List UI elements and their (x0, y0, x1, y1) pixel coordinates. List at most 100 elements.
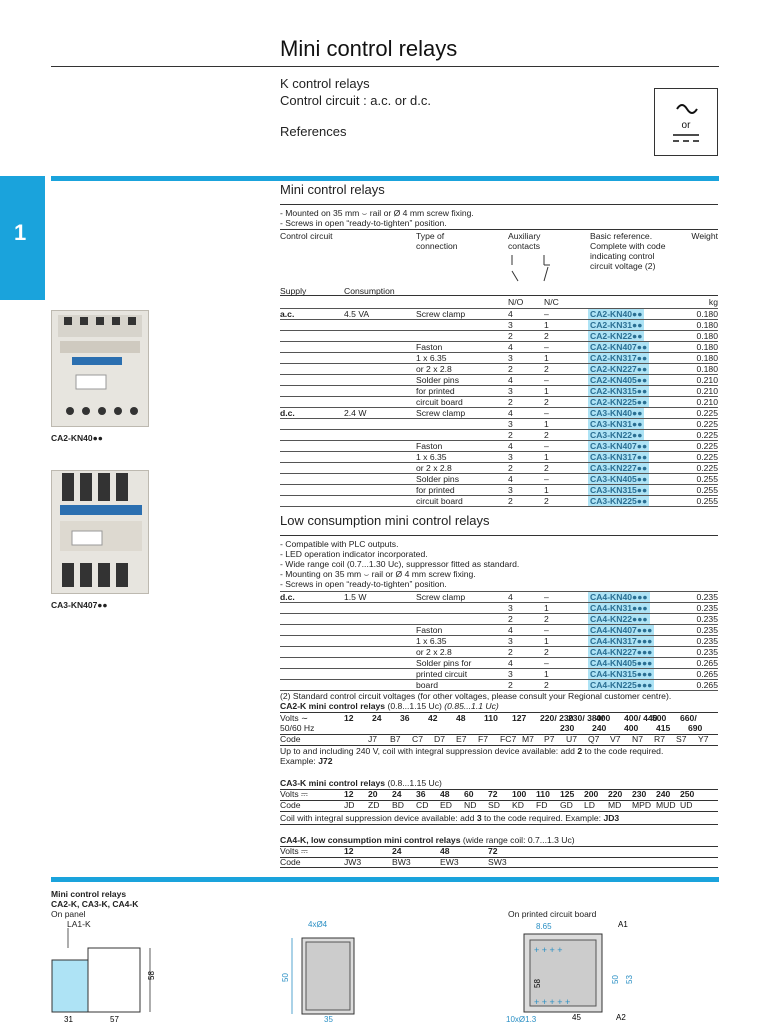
nc-cell: – (544, 625, 549, 635)
subtitle-k-relays: K control relays (280, 76, 370, 91)
supply-cell: d.c. (280, 592, 295, 602)
ca3-rule-top (280, 789, 718, 790)
weight-cell: 0.235 (696, 603, 718, 613)
ca2-code-label: Code (280, 734, 301, 744)
no-cell: 2 (508, 647, 513, 657)
ref-cell: CA3-KN40●● (588, 408, 645, 418)
nc-cell: – (544, 309, 549, 319)
section2-rule (280, 535, 718, 536)
ca2-code-cell: Y7 (698, 734, 709, 744)
ca2-hz-label: 50/60 Hz (280, 723, 315, 733)
weight-cell: 0.235 (696, 592, 718, 602)
dim-la1k: LA1-K (67, 919, 91, 929)
ca3-volt-cell: 24 (392, 789, 402, 799)
dim-45-label: 45 (572, 1013, 581, 1022)
nc-cell: 2 (544, 430, 549, 440)
ca4-range: (wide range coil: 0.7...1.3 Uc) (462, 835, 575, 845)
ca3-volt-cell: 12 (344, 789, 354, 799)
type-cell: Faston (416, 625, 443, 635)
ca3-volt-cell: 240 (656, 789, 671, 799)
symbol-or-text: or (682, 120, 692, 131)
nc-cell: 2 (544, 364, 549, 374)
nc-cell: 2 (544, 496, 549, 506)
front-view-drawing: 4xØ4 50 35 (281, 920, 355, 1024)
ca3-line: Coil with integral suppression device av… (280, 813, 720, 823)
nc-cell: 1 (544, 419, 549, 429)
ca3-code-cell: FD (536, 800, 548, 810)
col-weight: Weight (691, 231, 718, 241)
section2-note-5: - Screws in open “ready-to-tighten” posi… (280, 579, 447, 589)
ref-cell: CA3-KN407●● (588, 441, 650, 451)
ca3-volt-cell: 200 (584, 789, 599, 799)
ca3-code-cell: MPD (632, 800, 652, 810)
dim-pcb-label: On printed circuit board (508, 909, 597, 919)
nc-cell: 1 (544, 636, 549, 646)
ca3-volt-cell: 100 (512, 789, 527, 799)
ca4-title: CA4-K, low consumption mini control rela… (280, 835, 461, 845)
ca2-code-cell: Q7 (588, 734, 600, 744)
nc-cell: 1 (544, 452, 549, 462)
nc-cell: 1 (544, 669, 549, 679)
ca2-volt-cell: 500 (652, 713, 667, 723)
no-cell: 4 (508, 309, 513, 319)
ca2-volt-cell: 220/ 230 (540, 713, 574, 723)
dim-a1-label: A1 (618, 920, 628, 929)
ca3-heading: CA3-K mini control relays (0.8...1.15 Uc… (280, 778, 720, 788)
ca2-line-bold: 2 (577, 746, 583, 756)
ca4-rule-bot (280, 867, 718, 868)
ca2-volt-cell: 127 (512, 713, 527, 723)
ref-cell: CA4-KN407●●● (588, 625, 655, 635)
ca3-code-cell: ED (440, 800, 452, 810)
ref-cell: CA2-KN22●● (588, 331, 645, 341)
dim-50-label: 50 (281, 973, 290, 982)
ca3-volt-cell: 250 (680, 789, 695, 799)
ref-cell: CA4-KN225●●● (588, 680, 655, 690)
no-cell: 4 (508, 408, 513, 418)
ca2-volt-cell: 48 (456, 713, 466, 723)
weight-cell: 0.225 (696, 430, 718, 440)
weight-cell: 0.210 (696, 375, 718, 385)
weight-cell: 0.235 (696, 636, 718, 646)
nc-cell: 2 (544, 331, 549, 341)
ref-cell: CA3-KN31●● (588, 419, 645, 429)
section2-note-3: - Wide range coil (0.7...1.30 Uc), suppr… (280, 559, 520, 569)
section2-heading: Low consumption mini control relays (280, 513, 490, 528)
dim-31-label: 31 (64, 1015, 73, 1024)
subtitle-control-circuit: Control circuit : a.c. or d.c. (280, 93, 431, 108)
col-type-2: connection (416, 241, 458, 251)
ca2-example-code: J72 (318, 756, 333, 766)
no-cell: 3 (508, 320, 513, 330)
ca2-volt-cell-2: 240 (592, 723, 607, 733)
pcb-view-drawing: 8.65 A1 + + + + + + + + + 58 50 53 10xØ1… (506, 920, 634, 1024)
no-cell: 2 (508, 463, 513, 473)
col-aux-2: contacts (508, 241, 541, 251)
dim-4xo4-label: 4xØ4 (308, 920, 328, 929)
nc-cell: – (544, 658, 549, 668)
ca2-volt-cell: 42 (428, 713, 438, 723)
weight-cell: 0.210 (696, 386, 718, 396)
ca4-rule-top (280, 846, 718, 847)
type-cell: or 2 x 2.8 (416, 364, 452, 374)
ca3-code-cell: CD (416, 800, 429, 810)
ca4-code-cell: JW3 (344, 857, 362, 867)
ca4-volt-cell: 24 (392, 846, 402, 856)
section-bar (51, 176, 719, 181)
dim-35-label: 35 (324, 1015, 333, 1024)
type-cell: for printed (416, 386, 455, 396)
nc-cell: 2 (544, 680, 549, 690)
section1-note-1: - Mounted on 35 mm ⌣ rail or Ø 4 mm scre… (280, 208, 474, 218)
weight-cell: 0.180 (696, 320, 718, 330)
caption-ca3: CA3-KN407●● (51, 600, 108, 610)
consumption-cell: 1.5 W (344, 592, 367, 602)
ca3-code-cell: SD (488, 800, 500, 810)
